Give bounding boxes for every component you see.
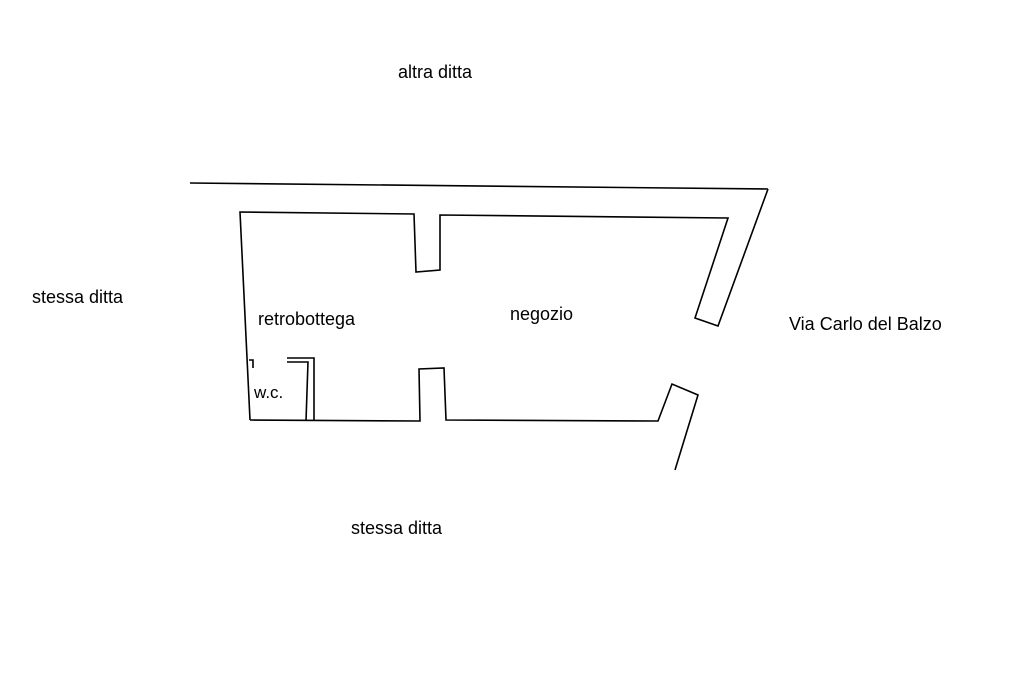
toilet-label: w.c. xyxy=(254,383,284,402)
wc-partition-inner xyxy=(287,361,309,422)
shop-label: negozio xyxy=(510,304,574,324)
wc-partition xyxy=(287,357,315,421)
street-label: Via Carlo del Balzo xyxy=(789,314,942,334)
wc-door-jamb xyxy=(249,359,254,368)
south-neighbor-label: stessa ditta xyxy=(351,518,443,538)
north-boundary-line xyxy=(189,182,769,190)
east-wall-upper xyxy=(239,188,769,421)
south-wall xyxy=(249,367,699,471)
back-room-label: retrobottega xyxy=(258,309,356,329)
north-neighbor-label: altra ditta xyxy=(398,62,473,82)
west-neighbor-label: stessa ditta xyxy=(32,287,124,307)
